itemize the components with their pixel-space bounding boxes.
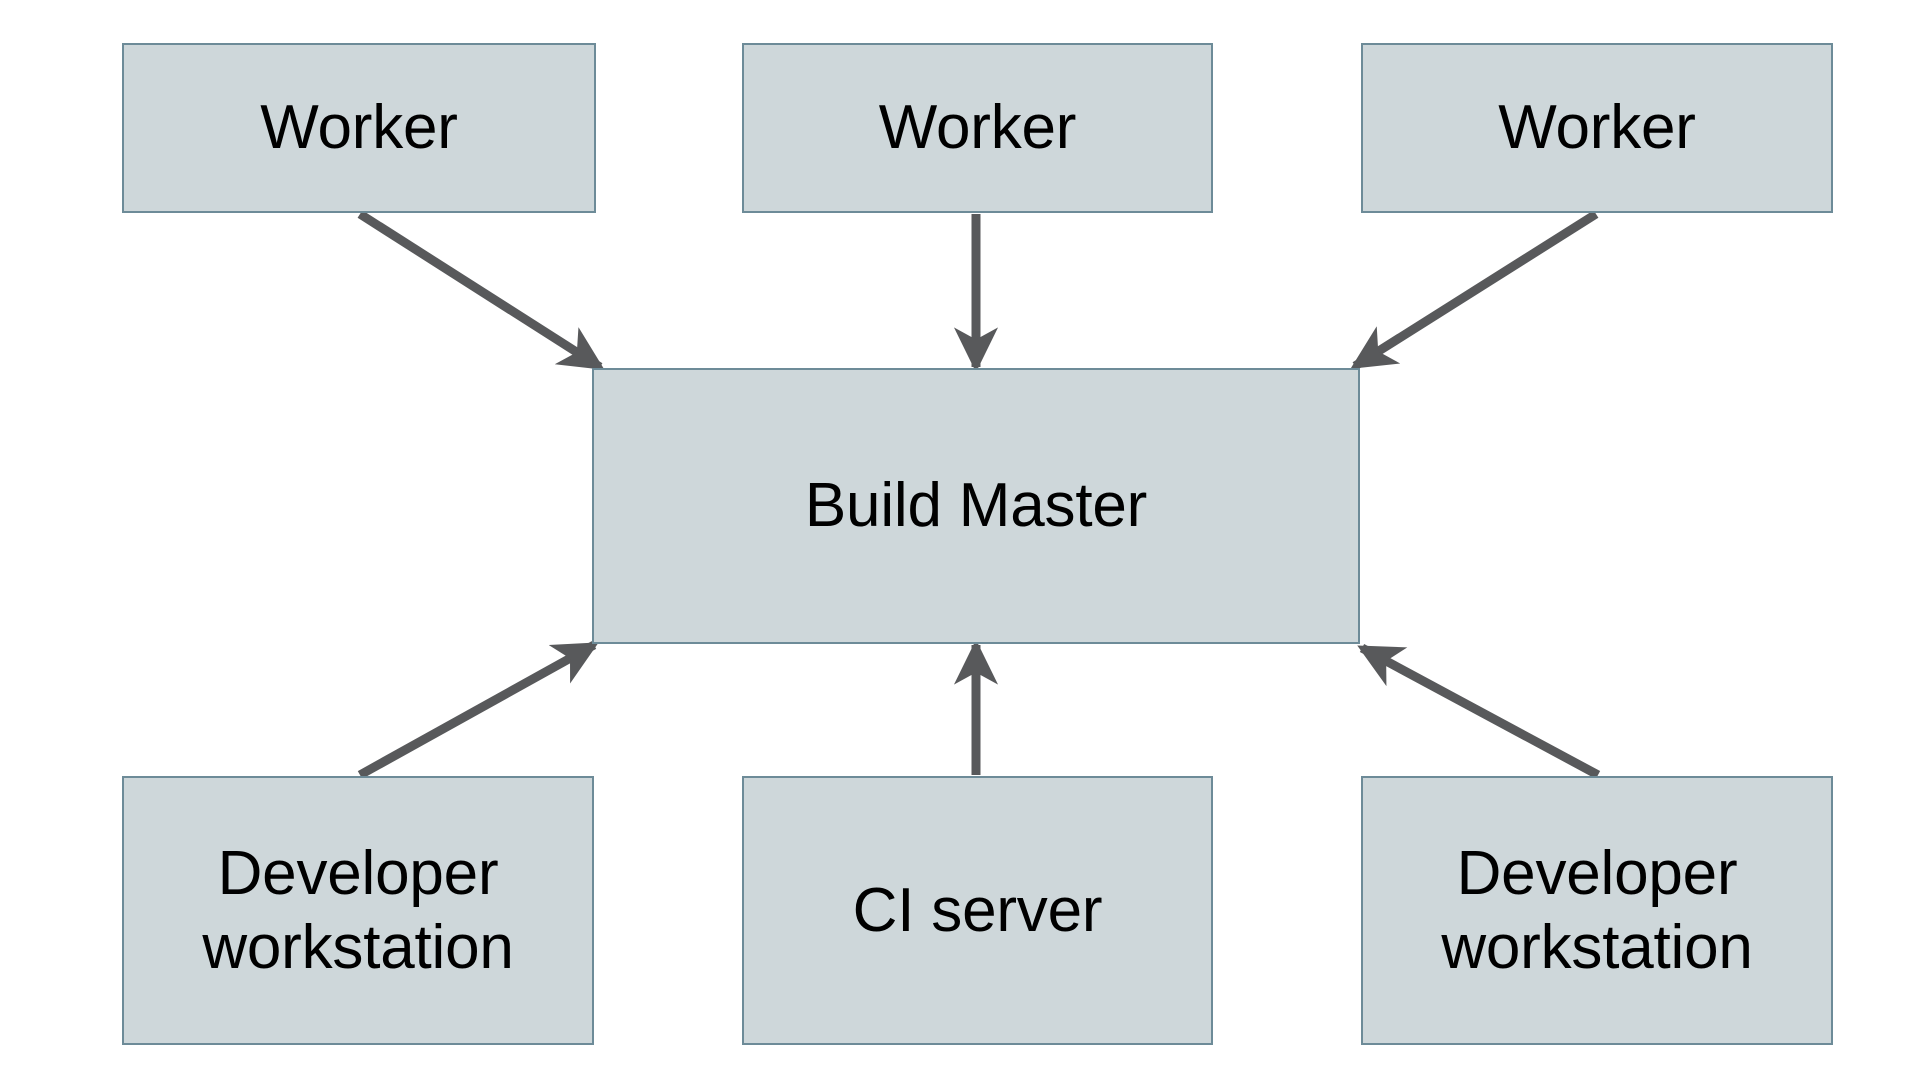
node-label: Developer workstation (202, 839, 514, 982)
node-worker-2[interactable]: Worker (742, 43, 1213, 213)
node-label: Build Master (804, 471, 1148, 541)
edge-developer-workstation-left-to-build-master (357, 641, 599, 779)
node-build-master[interactable]: Build Master (592, 368, 1360, 644)
node-label: CI server (852, 875, 1103, 945)
node-worker-1[interactable]: Worker (122, 43, 596, 213)
node-worker-3[interactable]: Worker (1361, 43, 1833, 213)
node-label: Worker (878, 93, 1077, 163)
edge-worker-1-to-build-master (357, 210, 605, 371)
node-label: Worker (260, 93, 458, 163)
node-developer-workstation-left[interactable]: Developer workstation (122, 776, 594, 1045)
edge-worker-3-to-build-master (1350, 210, 1599, 370)
edge-developer-workstation-right-to-build-master (1357, 644, 1601, 779)
node-ci-server[interactable]: CI server (742, 776, 1213, 1045)
node-label: Worker (1498, 93, 1696, 163)
node-developer-workstation-right[interactable]: Developer workstation (1361, 776, 1833, 1045)
node-label: Developer workstation (1441, 839, 1753, 982)
